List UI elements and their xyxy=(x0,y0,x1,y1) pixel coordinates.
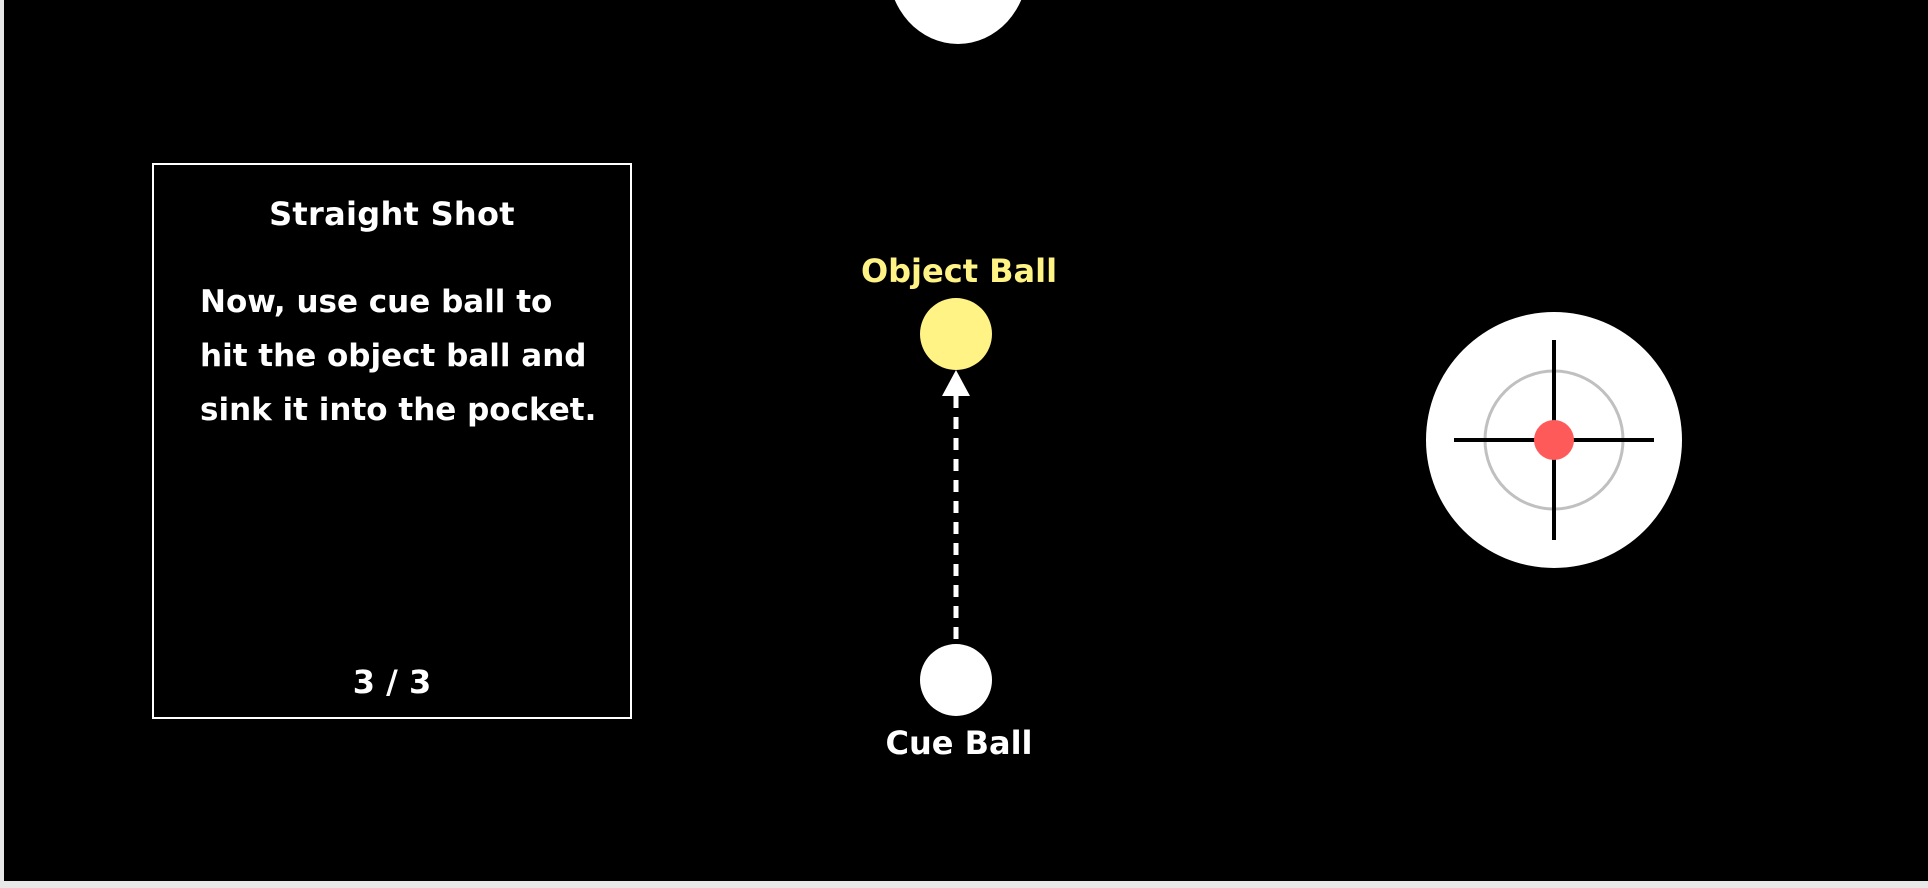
panel-title: Straight Shot xyxy=(269,195,515,233)
instruction-panel: Straight Shot Now, use cue ball to hit t… xyxy=(152,163,632,719)
pocket-icon xyxy=(888,0,1028,44)
aim-arrowhead xyxy=(942,370,970,396)
spin-marker[interactable] xyxy=(1534,420,1574,460)
panel-instructions: Now, use cue ball to hit the object ball… xyxy=(200,284,597,428)
step-counter: 3 / 3 xyxy=(352,663,432,701)
cue-ball[interactable] xyxy=(920,644,992,716)
dashed-arrow-icon xyxy=(942,370,970,644)
spin-selector[interactable] xyxy=(1426,312,1682,568)
game-stage[interactable]: Straight Shot Now, use cue ball to hit t… xyxy=(4,0,1928,881)
object-ball-label: Object Ball xyxy=(860,252,1058,290)
cue-ball-label: Cue Ball xyxy=(885,724,1033,762)
object-ball xyxy=(920,298,992,370)
